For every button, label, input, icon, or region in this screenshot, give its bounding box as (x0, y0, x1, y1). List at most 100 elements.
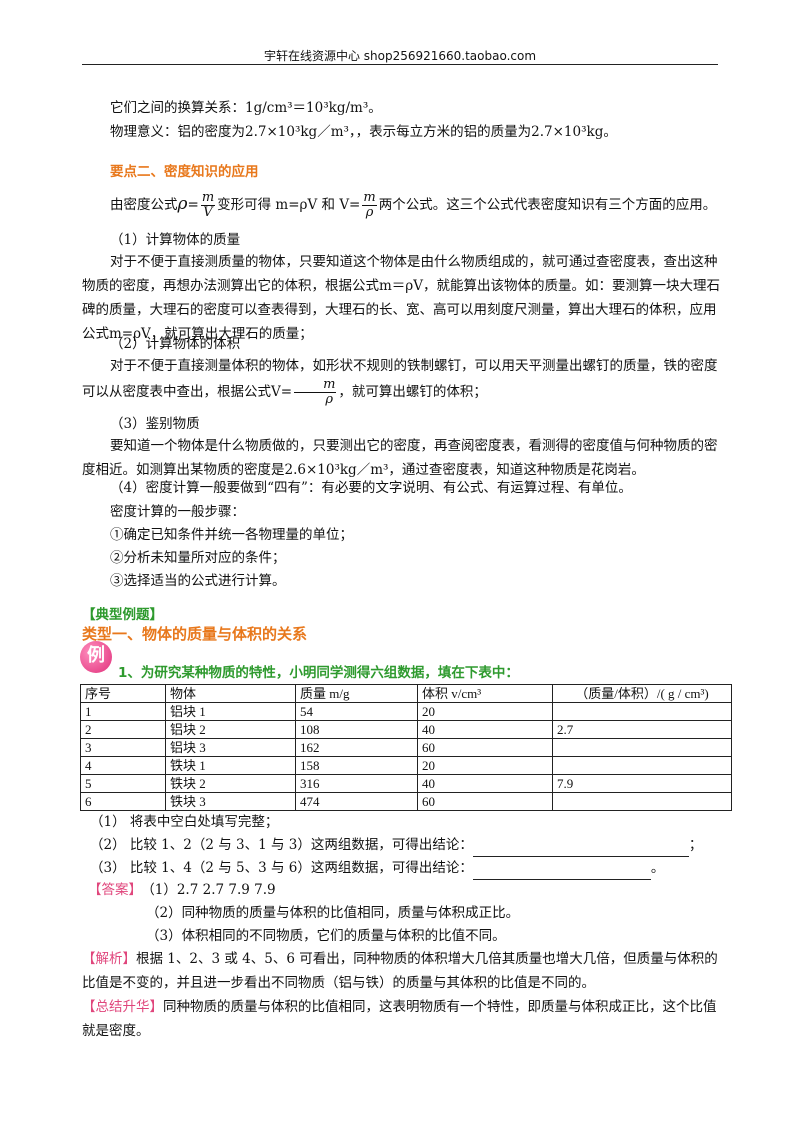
table-cell: 4 (80, 756, 166, 775)
table-header-cell: （质量/体积）/( g / cm³) (552, 684, 732, 703)
page-header: 宇轩在线资源中心 shop256921660.taobao.com (263, 49, 537, 63)
answer-3: （3）体积相同的不同物质，它们的质量与体积的比值不同。 (146, 928, 506, 944)
table-cell: 铁块 1 (165, 756, 296, 775)
formula-prefix: 由密度公式 (110, 197, 178, 213)
physical-meaning-line: 物理意义：铝的密度为2.7×10³kg／m³，，表示每立方米的铝的质量为2.7×… (110, 124, 617, 140)
table-cell: 54 (295, 702, 418, 721)
answer-label: 【答案】 (88, 882, 142, 898)
summary-label: 【总结升华】 (82, 999, 163, 1015)
table-header-cell: 体积 v/cm³ (417, 684, 553, 703)
fraction-numerator: m (200, 190, 216, 206)
app1-body: 对于不便于直接测质量的物体，只要知道这个物体是由什么物质组成的，就可通过查密度表… (82, 254, 720, 342)
app1-heading: （1）计算物体的质量 (110, 232, 241, 248)
table-header-row: 序号 物体 质量 m/g 体积 v/cm³ （质量/体积）/( g / cm³) (80, 684, 732, 703)
question-1: （1） 将表中空白处填写完整； (90, 814, 279, 830)
table-row: 6 铁块 3 474 60 (80, 792, 732, 811)
question-3-end: 。 (650, 860, 665, 876)
conversion-line: 它们之间的换算关系：1g/cm³＝10³kg/m³。 (110, 100, 382, 116)
step-item: ②分析未知量所对应的条件； (110, 550, 286, 566)
data-table: 序号 物体 质量 m/g 体积 v/cm³ （质量/体积）/( g / cm³)… (80, 684, 732, 811)
example-question: 1、为研究某种物质的特性，小明同学测得六组数据，填在下表中： (118, 665, 519, 681)
table-cell (552, 792, 732, 811)
answer-2: （2）同种物质的质量与体积的比值相同，质量与体积成正比。 (146, 905, 520, 921)
app2-heading: （2）计算物体的体积 (110, 336, 241, 352)
table-row: 2 铝块 2 108 40 2.7 (80, 720, 732, 739)
table-cell: 20 (417, 756, 553, 775)
table-row: 1 铝块 1 54 20 (80, 702, 732, 721)
table-cell: 铝块 3 (165, 738, 296, 757)
table-cell: 7.9 (552, 774, 732, 793)
app3-heading: （3）鉴别物质 (110, 416, 200, 432)
table-cell: 2.7 (552, 720, 732, 739)
table-row: 3 铝块 3 162 60 (80, 738, 732, 757)
question-2: （2） 比较 1、2（2 与 3、1 与 3）这两组数据，可得出结论： ； (90, 833, 730, 857)
answer-line-1: 【答案】 （1）2.7 2.7 7.9 7.9 (88, 878, 728, 902)
table-cell: 20 (417, 702, 553, 721)
fraction-numerator: m (294, 378, 337, 393)
table-cell: 1 (80, 702, 166, 721)
table-cell: 2 (80, 720, 166, 739)
table-cell: 铁块 3 (165, 792, 296, 811)
table-row: 5 铁块 2 316 40 7.9 (80, 774, 732, 793)
answer-1: （1）2.7 2.7 7.9 7.9 (148, 882, 276, 898)
question-2-text: （2） 比较 1、2（2 与 3、1 与 3）这两组数据，可得出结论： (90, 837, 473, 853)
table-header-cell: 序号 (80, 684, 166, 703)
table-cell: 铁块 2 (165, 774, 296, 793)
table-cell (552, 738, 732, 757)
table-cell: 60 (417, 738, 553, 757)
step-item: ③选择适当的公式进行计算。 (110, 573, 286, 589)
table-cell (552, 702, 732, 721)
formula-suffix: 两个公式。这三个公式代表密度知识有三个方面的应用。 (378, 197, 717, 213)
formula-mid: 变形可得 m=ρV 和 V= (217, 197, 361, 213)
analysis: 【解析】根据 1、2、3 或 4、5、6 可看出，同种物质的体积增大几倍其质量也… (82, 947, 722, 995)
app2-body: 对于不便于直接测量体积的物体，如形状不规则的铁制螺钉，可以用天平测量出螺钉的质量… (82, 354, 722, 407)
table-cell: 5 (80, 774, 166, 793)
section-title: 要点二、密度知识的应用 (110, 164, 259, 180)
table-cell: 3 (80, 738, 166, 757)
examples-title: 【典型例题】 (82, 607, 163, 623)
table-cell: 108 (295, 720, 418, 739)
fraction-denominator: ρ (365, 205, 374, 220)
step-item: ①确定已知条件并统一各物理量的单位； (110, 527, 353, 543)
answer-blank (472, 842, 689, 857)
steps-title: 密度计算的一般步骤： (110, 504, 245, 520)
fraction-denominator: ρ (325, 392, 334, 407)
app4-text: （4）密度计算一般要做到“四有”：有必要的文字说明、有公式、有运算过程、有单位。 (110, 480, 632, 496)
table-cell: 162 (295, 738, 418, 757)
table-cell: 铝块 1 (165, 702, 296, 721)
table-cell: 60 (417, 792, 553, 811)
table-header-cell: 质量 m/g (295, 684, 418, 703)
table-cell: 铝块 2 (165, 720, 296, 739)
app3-body: 要知道一个物体是什么物质做的，只要测出它的密度，再查阅密度表，看测得的密度值与何… (82, 438, 718, 478)
fraction-denominator: V (203, 205, 213, 220)
question-3: （3） 比较 1、4（2 与 5、3 与 6）这两组数据，可得出结论： 。 (90, 856, 730, 880)
table-cell: 6 (80, 792, 166, 811)
rho-symbol: ρ (177, 194, 188, 214)
analysis-text: 根据 1、2、3 或 4、5、6 可看出，同种物质的体积增大几倍其质量也增大几倍… (82, 951, 718, 991)
table-cell: 158 (295, 756, 418, 775)
table-cell: 316 (295, 774, 418, 793)
question-2-end: ； (688, 837, 703, 853)
summary-text: 同种物质的质量与体积的比值相同，这表明物质有一个特性，即质量与体积成正比，这个比… (82, 999, 717, 1039)
example-type-title: 类型一、物体的质量与体积的关系 (82, 625, 308, 643)
fraction-numerator: m (362, 190, 377, 206)
answer-blank (472, 865, 651, 880)
header-divider (82, 64, 718, 65)
table-cell: 40 (417, 720, 553, 739)
analysis-label: 【解析】 (82, 951, 136, 967)
summary: 【总结升华】同种物质的质量与体积的比值相同，这表明物质有一个特性，即质量与体积成… (82, 995, 722, 1043)
question-3-text: （3） 比较 1、4（2 与 5、3 与 6）这两组数据，可得出结论： (90, 860, 473, 876)
table-cell: 474 (295, 792, 418, 811)
equals-sign: = (187, 197, 199, 213)
app2-body-text: 对于不便于直接测量体积的物体，如形状不规则的铁制螺钉，可以用天平测量出螺钉的质量… (82, 358, 718, 400)
example-badge: 例 (80, 641, 112, 673)
app2-body-suffix: ，就可算出螺钉的体积； (338, 384, 487, 400)
table-row: 4 铁块 1 158 20 (80, 756, 732, 775)
table-header-cell: 物体 (165, 684, 296, 703)
table-cell: 40 (417, 774, 553, 793)
